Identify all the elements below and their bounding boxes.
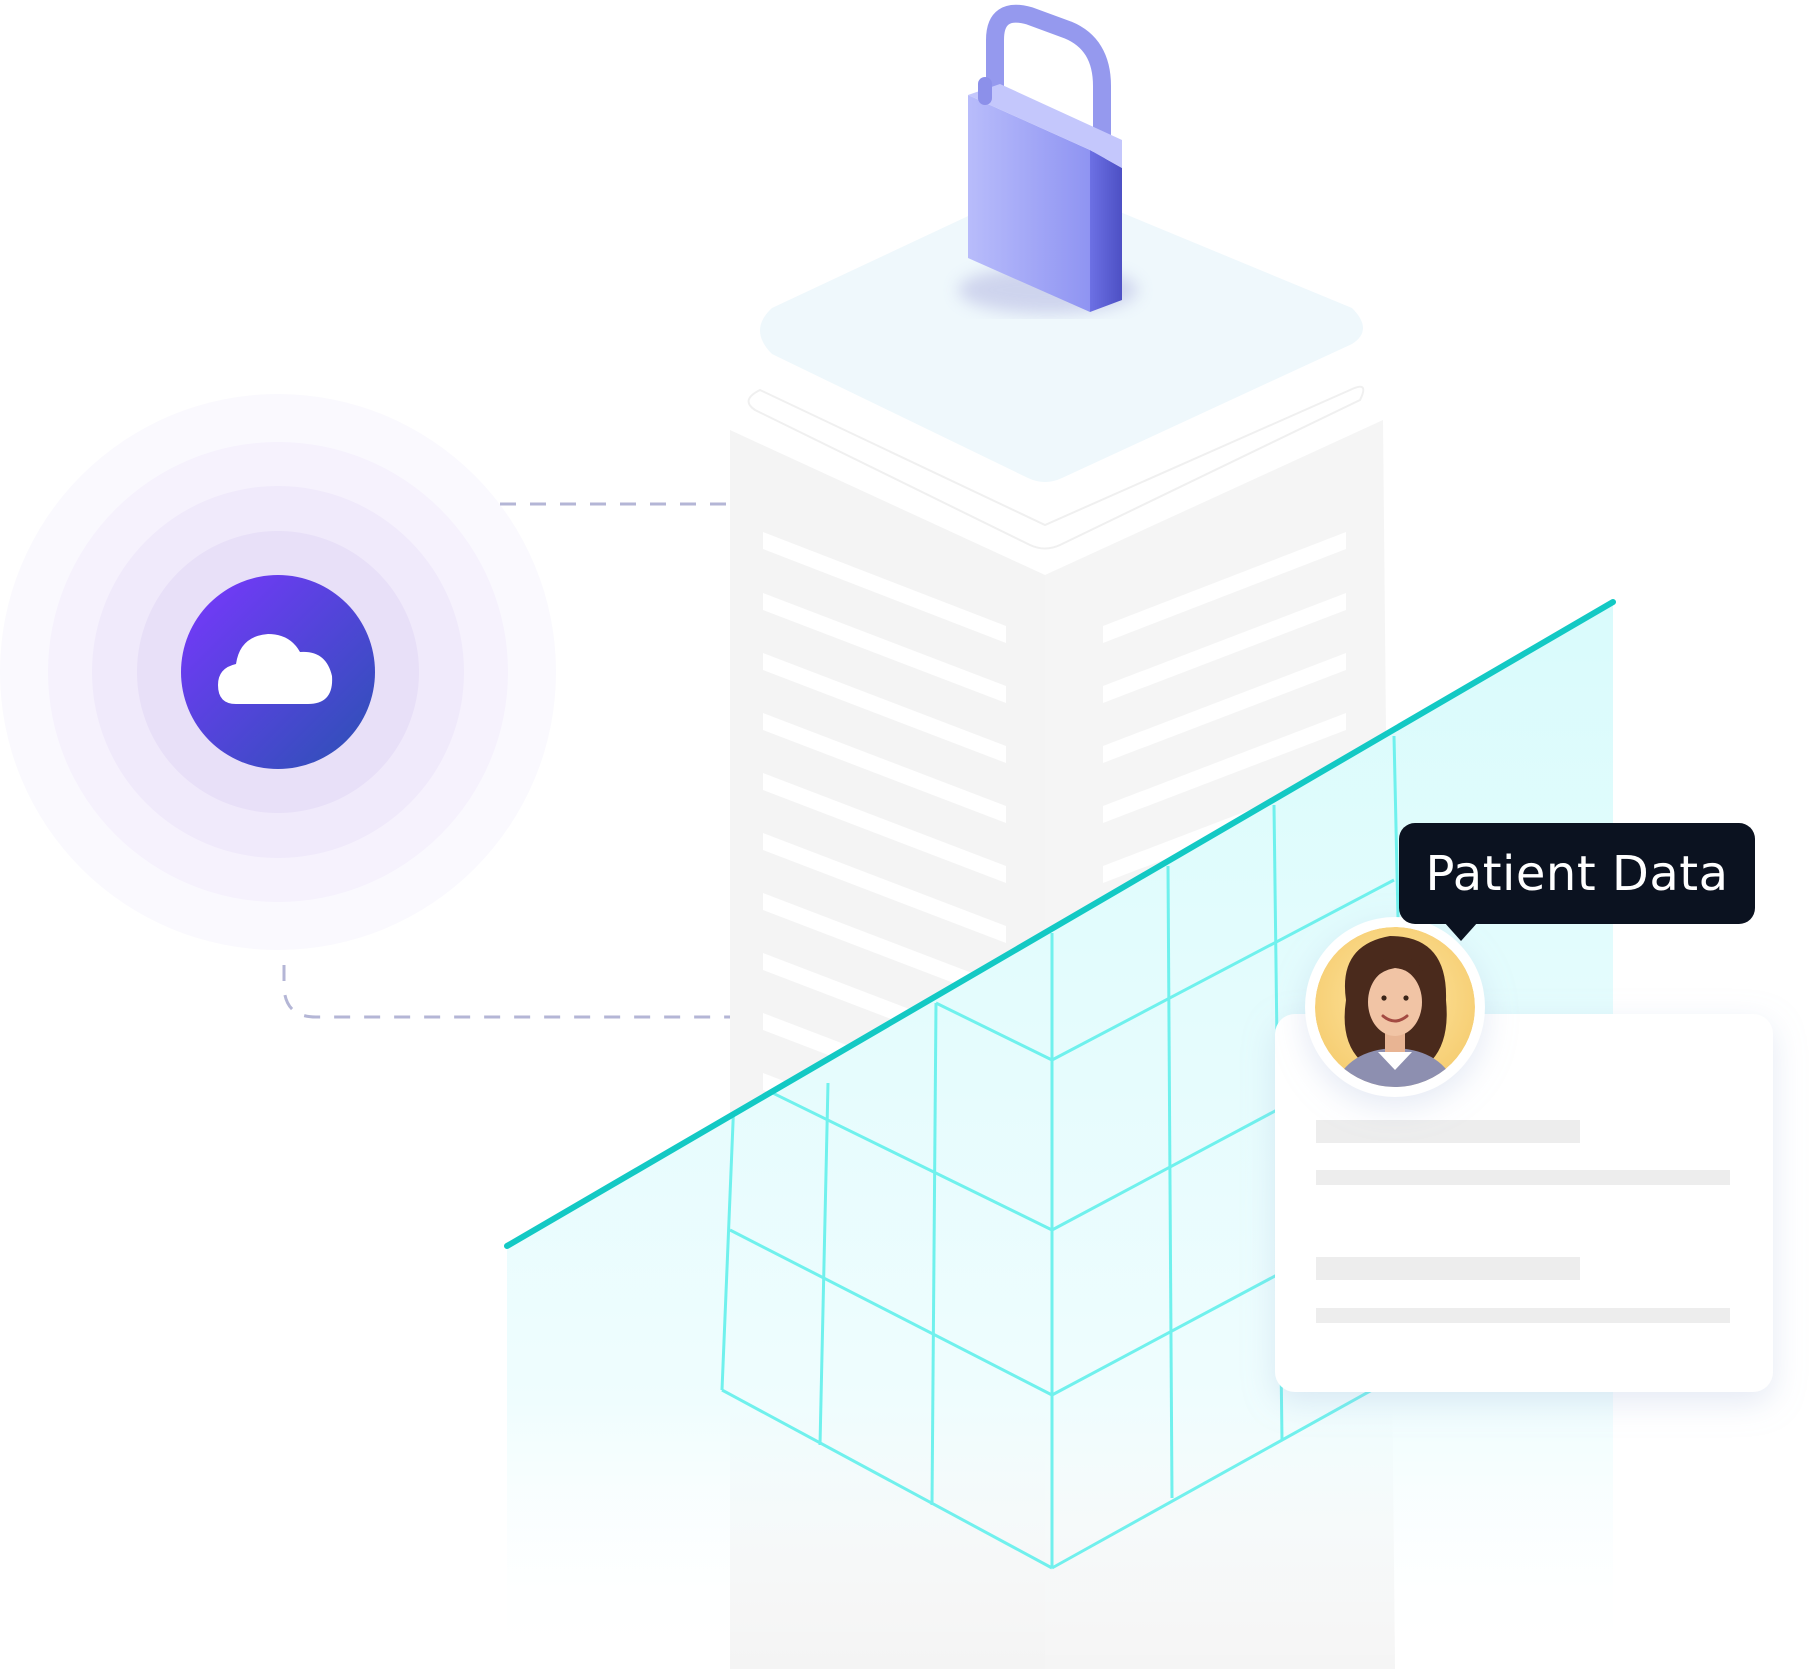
accent-diagonal-line — [504, 599, 1616, 1249]
patient-data-tooltip: Patient Data — [1399, 823, 1755, 941]
padlock-icon — [958, 4, 1138, 314]
tooltip-label: Patient Data — [1425, 845, 1729, 902]
connector-lines — [282, 502, 730, 1019]
placeholder-line — [1316, 1257, 1580, 1280]
placeholder-line — [1316, 1170, 1730, 1185]
cloud-icon — [218, 634, 333, 704]
cloud-badge — [181, 575, 375, 769]
user-avatar — [1305, 917, 1485, 1097]
placeholder-line — [1316, 1308, 1730, 1323]
patient-card — [1275, 1014, 1773, 1392]
placeholder-line — [1316, 1120, 1580, 1143]
